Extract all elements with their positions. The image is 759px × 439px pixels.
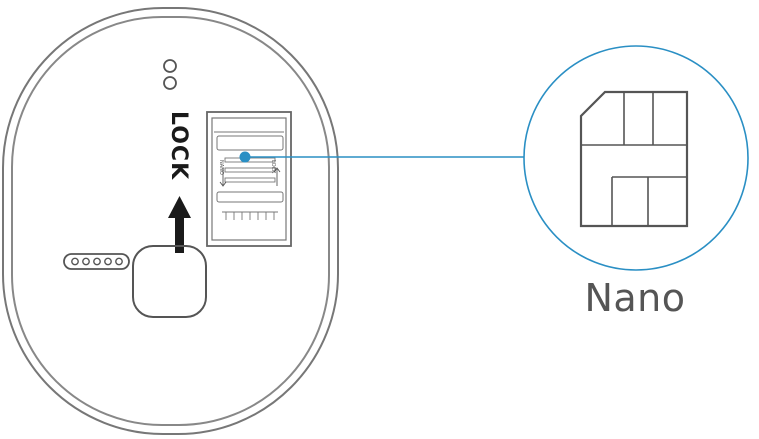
device-button [132, 245, 207, 318]
tray-label-right: LOCK [270, 160, 276, 174]
pogo-pin-contacts [63, 253, 130, 270]
sim-tray-outer [206, 111, 292, 247]
sim-tray-inner [211, 117, 287, 241]
pogo-pin-frame [63, 253, 130, 270]
indicator-hole-bottom [163, 76, 177, 90]
callout-circle [523, 45, 749, 271]
indicator-holes [163, 59, 177, 90]
indicator-hole-top [163, 59, 177, 73]
device-inner-outline [11, 16, 330, 426]
device-outer-outline [2, 7, 339, 435]
tray-label-left: NANO [218, 160, 224, 175]
nano-sim-icon [579, 90, 689, 228]
sim-tray: NANO LOCK [206, 111, 292, 247]
lock-label: LOCK [166, 111, 191, 180]
callout-anchor-dot [239, 151, 251, 163]
sim-type-label: Nano [584, 276, 686, 320]
device-body [2, 7, 339, 435]
lock-arrow-icon [168, 196, 191, 253]
